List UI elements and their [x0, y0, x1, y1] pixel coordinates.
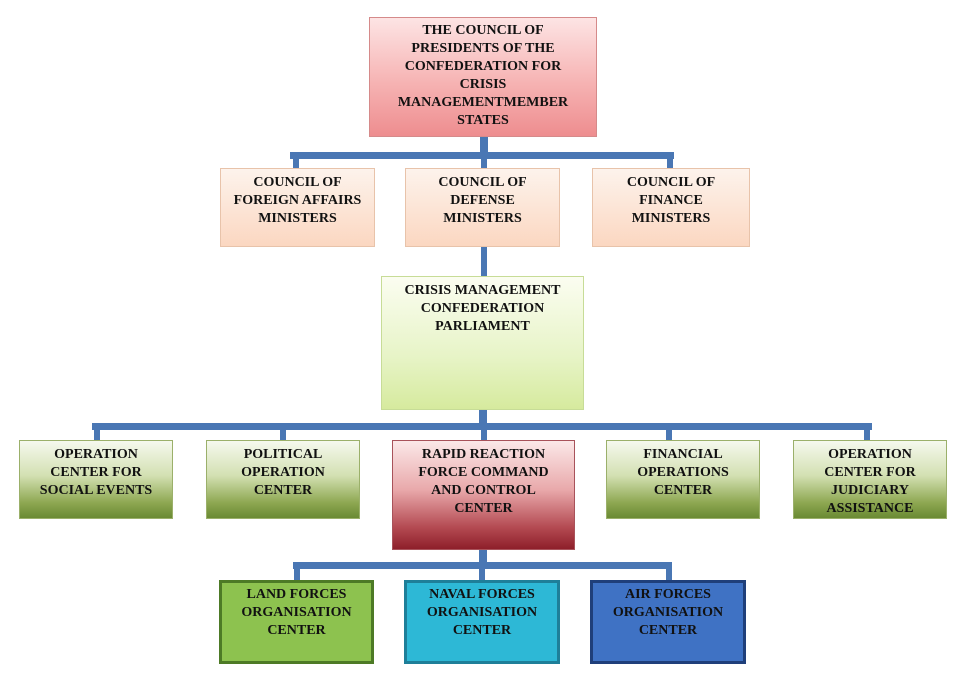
node-defense: COUNCIL OF DEFENSE MINISTERS	[405, 168, 560, 247]
connector-parliament-stem	[479, 410, 487, 428]
node-land-forces: LAND FORCES ORGANISATION CENTER	[219, 580, 374, 664]
node-land-forces-label: LAND FORCES ORGANISATION CENTER	[241, 587, 352, 638]
connector-foreign-drop	[293, 152, 299, 170]
node-defense-label: COUNCIL OF DEFENSE MINISTERS	[438, 175, 527, 226]
connector-rapid-drop	[481, 423, 487, 441]
connector-financial-drop	[666, 423, 672, 441]
node-naval-forces: NAVAL FORCES ORGANISATION CENTER	[404, 580, 560, 664]
node-rapid-reaction: RAPID REACTION FORCE COMMAND AND CONTROL…	[392, 440, 575, 550]
node-financial-ops-label: FINANCIAL OPERATIONS CENTER	[637, 447, 729, 498]
node-judiciary-label: OPERATION CENTER FOR JUDICIARY ASSISTANC…	[824, 447, 916, 516]
node-finance: COUNCIL OF FINANCE MINISTERS	[592, 168, 750, 247]
node-parliament-label: CRISIS MANAGEMENT CONFEDERATION PARLIAME…	[404, 283, 561, 334]
node-foreign-affairs-label: COUNCIL OF FOREIGN AFFAIRS MINISTERS	[233, 175, 362, 226]
connector-social-drop	[94, 423, 100, 441]
node-council-presidents-label: THE COUNCIL OF PRESIDENTS OF THE CONFEDE…	[397, 23, 569, 128]
connector-defense-drop	[481, 152, 487, 170]
node-financial-ops: FINANCIAL OPERATIONS CENTER	[606, 440, 760, 519]
node-judiciary: OPERATION CENTER FOR JUDICIARY ASSISTANC…	[793, 440, 947, 519]
connector-finance-drop	[667, 152, 673, 170]
node-air-forces: AIR FORCES ORGANISATION CENTER	[590, 580, 746, 664]
node-naval-forces-label: NAVAL FORCES ORGANISATION CENTER	[426, 587, 538, 638]
connector-air-drop	[666, 562, 672, 580]
connector-rapid-stem	[479, 549, 487, 567]
node-social-events: OPERATION CENTER FOR SOCIAL EVENTS	[19, 440, 173, 519]
node-rapid-reaction-label: RAPID REACTION FORCE COMMAND AND CONTROL…	[418, 447, 549, 516]
node-air-forces-label: AIR FORCES ORGANISATION CENTER	[612, 587, 724, 638]
connector-naval-drop	[479, 562, 485, 580]
node-finance-label: COUNCIL OF FINANCE MINISTERS	[626, 175, 716, 226]
connector-political-drop	[280, 423, 286, 441]
node-foreign-affairs: COUNCIL OF FOREIGN AFFAIRS MINISTERS	[220, 168, 375, 247]
connector-defense-parliament	[481, 246, 487, 278]
connector-land-drop	[294, 562, 300, 580]
node-parliament: CRISIS MANAGEMENT CONFEDERATION PARLIAME…	[381, 276, 584, 410]
node-political-label: POLITICAL OPERATION CENTER	[241, 447, 325, 498]
node-social-events-label: OPERATION CENTER FOR SOCIAL EVENTS	[39, 447, 153, 498]
connector-top-stem	[480, 136, 488, 158]
connector-judiciary-drop	[864, 423, 870, 441]
node-council-presidents: THE COUNCIL OF PRESIDENTS OF THE CONFEDE…	[369, 17, 597, 137]
node-political: POLITICAL OPERATION CENTER	[206, 440, 360, 519]
